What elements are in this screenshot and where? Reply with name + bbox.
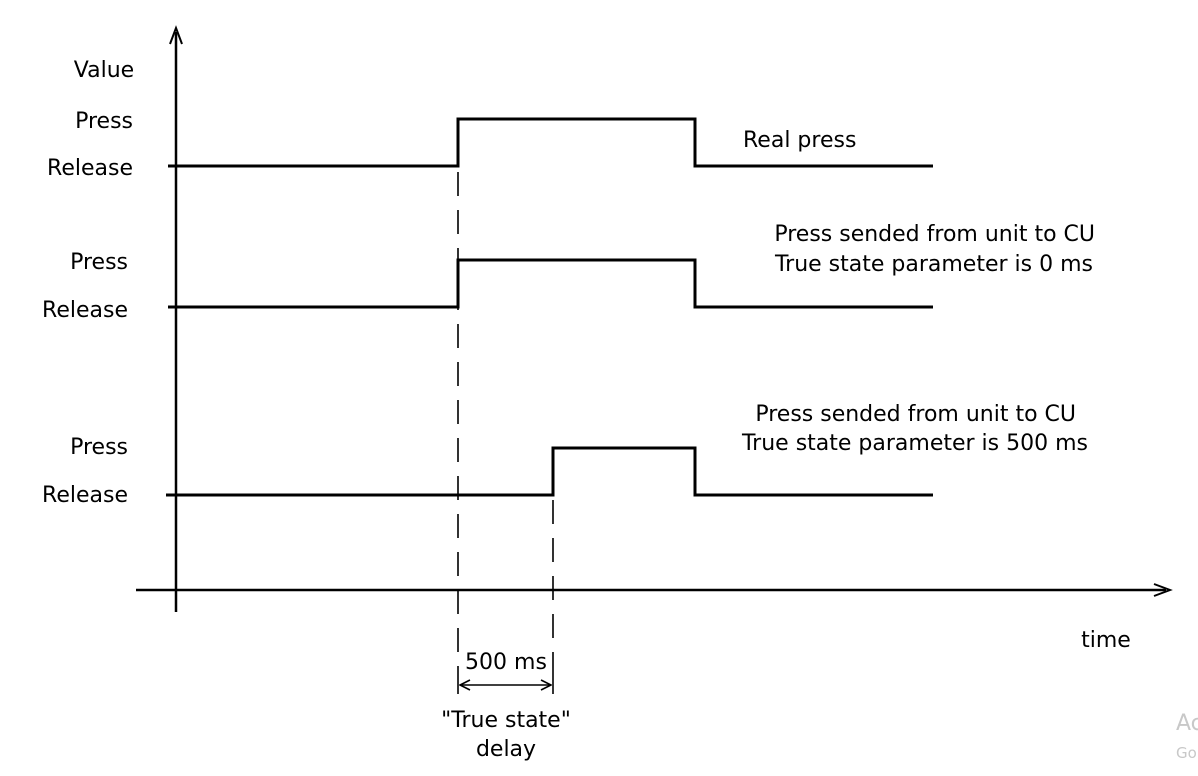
signal-2-caption-line-1: Press sended from unit to CU [774, 222, 1095, 247]
delay-duration-label: 500 ms [465, 650, 547, 675]
signal-3-waveform [166, 446, 933, 497]
y-axis-label: Value [74, 58, 134, 83]
x-axis-label: time [1081, 628, 1131, 653]
signal-1-low-label: Release [47, 156, 133, 181]
signal-1-waveform [168, 117, 933, 168]
watermark-line-1: Ac [1176, 711, 1198, 736]
watermark-line-2: Go [1176, 744, 1197, 762]
signal-3-low-label: Release [42, 483, 128, 508]
signal-3-high-label: Press [70, 435, 128, 460]
signal-1-high-label: Press [75, 109, 133, 134]
signal-3-caption-line-2: True state parameter is 500 ms [741, 431, 1088, 456]
signal-1-caption: Real press [743, 128, 856, 153]
signal-3-caption-line-1: Press sended from unit to CU [755, 402, 1076, 427]
delay-caption-line-1: "True state" [441, 708, 571, 733]
y-axis-arrowhead [169, 25, 183, 45]
signal-2-low-label: Release [42, 298, 128, 323]
signal-2-high-label: Press [70, 250, 128, 275]
delay-caption-line-2: delay [476, 737, 536, 762]
signal-2-caption-line-2: True state parameter is 0 ms [774, 252, 1093, 277]
x-axis-arrowhead [1153, 583, 1173, 597]
signal-2-waveform [168, 258, 933, 309]
